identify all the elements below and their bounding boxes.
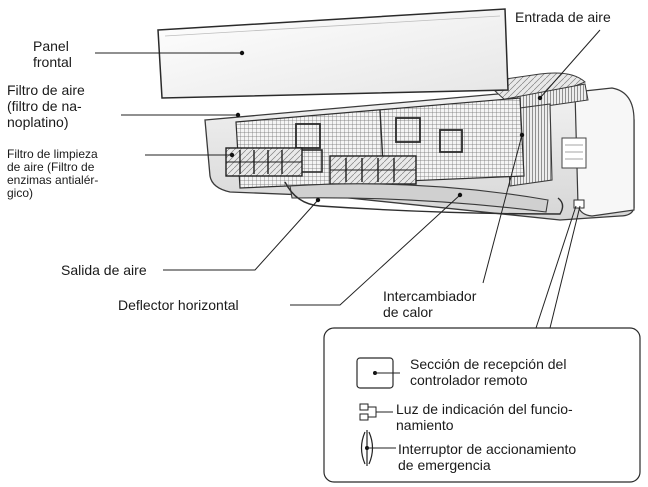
label-panel-frontal: Panel frontal: [33, 38, 72, 70]
horizontal-deflector: [284, 181, 564, 215]
label-luz: Luz de indicación del funcio- namiento: [396, 401, 573, 433]
emergency-switch-icon: [360, 430, 396, 466]
receiver-symbol-icon: [356, 357, 400, 389]
leader-dots: [229, 50, 543, 203]
label-filtro-aire: Filtro de aire (filtro de na- noplatino): [7, 82, 85, 130]
legend-box: [323, 327, 641, 483]
label-receptor: Sección de recepción del controlador rem…: [410, 356, 567, 388]
leader-lines: [95, 29, 601, 329]
label-entrada-aire: Entrada de aire: [515, 9, 611, 25]
label-filtro-limpieza: Filtro de limpieza de aire (Filtro de en…: [7, 147, 99, 200]
label-salida-aire: Salida de aire: [61, 262, 147, 278]
label-interruptor: Interruptor de accionamiento de emergenc…: [398, 441, 577, 473]
indicator-lamp-icon: [359, 403, 393, 421]
cleaning-filter-right: [329, 155, 417, 185]
cleaning-filter-left: [225, 147, 303, 177]
air-outlet: [289, 183, 549, 213]
label-deflector: Deflector horizontal: [118, 297, 239, 313]
label-intercambiador: Intercambiador de calor: [383, 288, 477, 320]
side-panel-detail: [561, 137, 587, 169]
